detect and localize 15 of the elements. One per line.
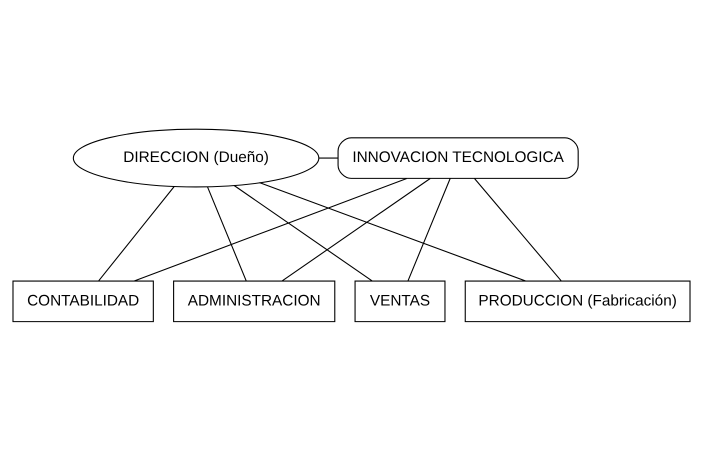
connector (234, 184, 372, 281)
connector (259, 182, 526, 282)
node-box: ADMINISTRACION (173, 280, 336, 322)
connector (318, 157, 338, 158)
connector (282, 178, 431, 281)
connector (98, 186, 175, 281)
node-box: VENTAS (354, 280, 446, 322)
node-ellipse: DIRECCION (Dueño) (72, 128, 320, 187)
connector (134, 177, 407, 282)
connector (206, 186, 247, 281)
node-box: INNOVACION TECNOLOGICA (338, 136, 579, 178)
node-box: CONTABILIDAD (12, 280, 154, 322)
connector (408, 178, 451, 280)
node-box: PRODUCCION (Fabricación) (464, 280, 691, 322)
connector (474, 178, 562, 281)
